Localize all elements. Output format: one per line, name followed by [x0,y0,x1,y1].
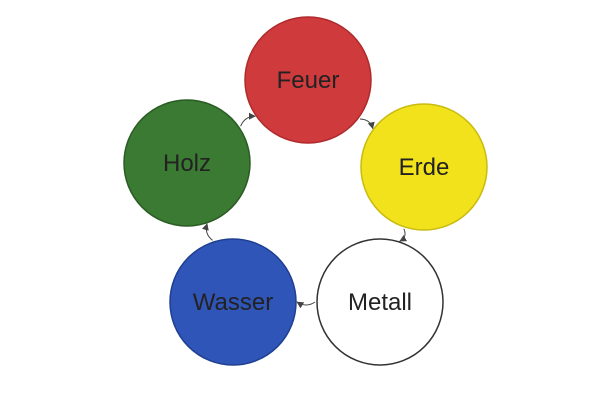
circle-holz [123,99,251,227]
cycle-arrows [202,112,408,309]
circle-metall [316,238,444,366]
label-metall: Metall [348,289,412,316]
arrow-feuer-to-erde [359,118,375,130]
node-feuer: Feuer [244,16,372,144]
node-wasser: Wasser [169,238,297,366]
circle-feuer [244,16,372,144]
node-metall: Metall [316,238,444,366]
arrow-wasser-to-holz [202,223,213,241]
circle-erde [360,103,488,231]
label-wasser: Wasser [193,289,273,316]
label-holz: Holz [163,150,211,177]
label-erde: Erde [399,154,450,181]
arrow-erde-to-metall [399,228,408,242]
circle-wasser [169,238,297,366]
node-holz: Holz [123,99,251,227]
node-erde: Erde [360,103,488,231]
arrow-holz-to-feuer [240,112,256,127]
label-feuer: Feuer [277,67,340,94]
arrow-metall-to-wasser [296,301,316,309]
